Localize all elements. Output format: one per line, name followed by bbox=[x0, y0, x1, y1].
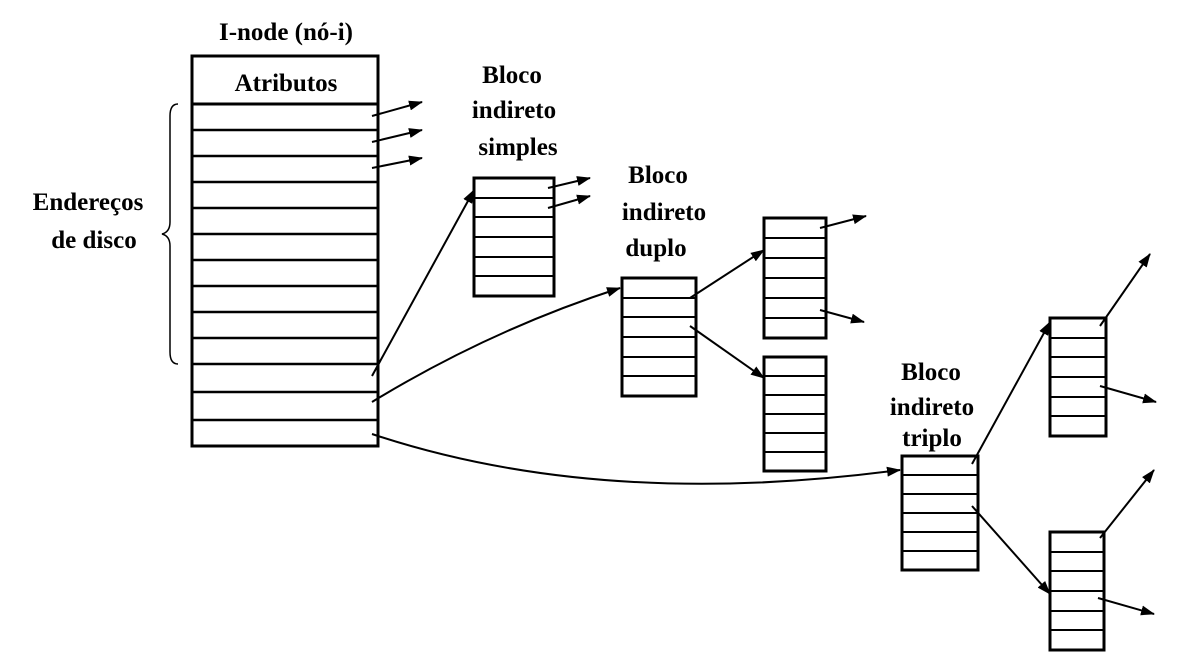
inode-title: I-node (nó-i) bbox=[219, 19, 353, 46]
svg-text:Bloco: Bloco bbox=[628, 162, 688, 189]
svg-text:duplo: duplo bbox=[625, 235, 686, 262]
double-indirect-block bbox=[620, 276, 698, 398]
triple-indirect-pointer bbox=[371, 433, 901, 485]
triple-to-child-2-pointer bbox=[971, 505, 1051, 595]
double-indirect-pointer bbox=[371, 287, 621, 403]
svg-text:indireto: indireto bbox=[622, 199, 706, 226]
svg-text:indireto: indireto bbox=[890, 394, 974, 421]
triple-indirect-block bbox=[900, 454, 980, 572]
pointer-arrows bbox=[371, 189, 1051, 595]
single-indirect-block bbox=[472, 176, 556, 298]
svg-text:Bloco: Bloco bbox=[901, 359, 961, 386]
svg-text:Bloco: Bloco bbox=[482, 62, 542, 89]
double-child-block-1 bbox=[762, 216, 828, 340]
double-child-arrows bbox=[819, 214, 867, 324]
triple-child-block-1 bbox=[1048, 316, 1108, 438]
attributes-label: Atributos bbox=[235, 70, 338, 97]
single-indirect-pointer bbox=[371, 189, 475, 377]
double-to-child-2-pointer bbox=[689, 325, 765, 379]
svg-text:indireto: indireto bbox=[472, 97, 556, 124]
disk-address-label-line1: Endereços bbox=[33, 189, 144, 216]
double-child-block-2 bbox=[762, 355, 828, 473]
svg-text:simples: simples bbox=[478, 134, 557, 161]
triple-child-block-2 bbox=[1048, 530, 1106, 652]
disk-address-label-line2: de disco bbox=[51, 227, 136, 254]
inode-block bbox=[190, 54, 380, 448]
svg-text:triplo: triplo bbox=[902, 425, 962, 452]
address-brace bbox=[161, 103, 179, 365]
direct-address-arrows bbox=[371, 100, 423, 169]
triple-child-arrows bbox=[1097, 253, 1157, 616]
triple-to-child-1-pointer bbox=[971, 321, 1051, 465]
single-indirect-label: Bloco indireto simples bbox=[472, 62, 558, 161]
double-to-child-1-pointer bbox=[689, 249, 765, 299]
double-indirect-label: Bloco indireto duplo bbox=[622, 162, 706, 262]
triple-indirect-label: Bloco indireto triplo bbox=[890, 359, 974, 452]
single-indirect-arrows bbox=[547, 176, 591, 209]
